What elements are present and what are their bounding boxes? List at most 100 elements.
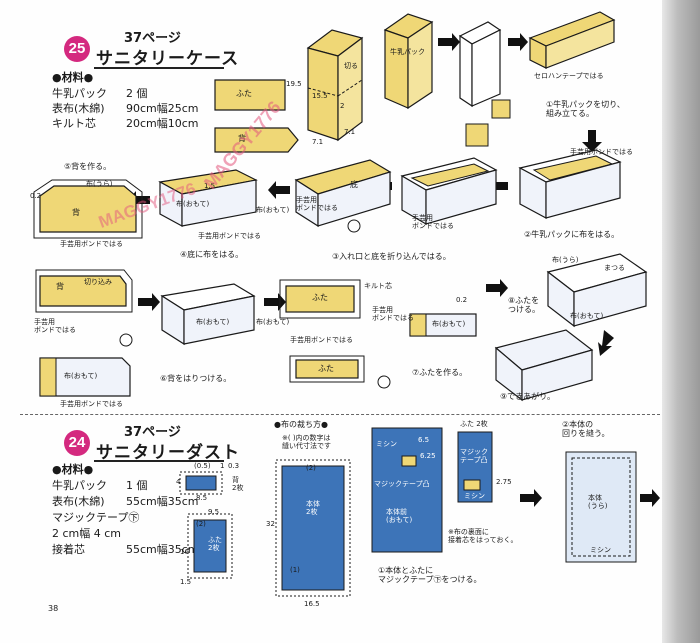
material-name: 牛乳パック <box>52 479 107 492</box>
material-name: 接着芯 <box>52 543 85 556</box>
step-8: ⑧ふたを つける。 <box>508 296 540 315</box>
section-25-page-ref: 37ページ <box>124 31 181 46</box>
hontai-ura <box>565 451 637 563</box>
hontai-omote-label: 本体前 (おもて) <box>386 508 413 525</box>
kiri-komi-label: 切り込み <box>84 278 112 286</box>
material-name: 表布(木綿) <box>52 495 105 508</box>
carton-milk: 牛乳パック <box>390 48 425 56</box>
step-4: ④底に布をはる。 <box>180 250 244 259</box>
dim: 6.5 <box>418 436 430 444</box>
cutting-note: ※( )内の数字は 縫い代寸法です <box>282 434 331 451</box>
arrow-right <box>138 293 160 311</box>
se-piece <box>185 475 217 491</box>
dim: 0.2 <box>456 296 468 304</box>
dim: 1.5 <box>180 578 192 586</box>
hontai-ura-label: 本体 (うら) <box>588 494 608 511</box>
se-pattern-piece <box>214 127 299 153</box>
section-divider <box>20 414 660 415</box>
material-qty: 55cm幅35cm <box>126 543 199 556</box>
material-qty: 2 個 <box>126 87 148 100</box>
bond-note: 手芸用ボンドではる <box>60 240 123 248</box>
dim: (1) <box>290 566 300 574</box>
fabric-omote: 布(おもて) <box>256 318 290 326</box>
bond-note: 手芸用 ボンドではる <box>412 214 454 231</box>
bond-note: 手芸用 ボンドではる <box>372 306 414 323</box>
dim: 6.25 <box>420 452 436 460</box>
cutting-heading: ●布の裁ち方● <box>274 420 328 429</box>
long-box-front <box>545 19 615 69</box>
step-24-1: ①本体とふたに マジックテープ㊦をつける。 <box>378 566 482 585</box>
soko-label: 底 <box>350 180 358 189</box>
futa-fabric-outline <box>279 279 361 319</box>
futa-omote-label: ふた 2枚 <box>460 420 488 428</box>
arrow-right <box>438 33 460 51</box>
box-front <box>425 169 497 225</box>
futa-label: ふた <box>312 293 328 302</box>
dim: 16 <box>180 548 189 556</box>
futa-piece <box>285 285 355 313</box>
fabric-omote: 布(おもて) <box>432 320 466 328</box>
small-square <box>491 99 511 119</box>
futa-piece-2 <box>295 359 359 379</box>
dim: 0.2 <box>30 192 42 200</box>
fabric-ura: 布(うら) <box>86 180 113 188</box>
mishin-label: ミシン <box>376 440 397 448</box>
step-9: ⑨できあがり。 <box>500 392 556 401</box>
futa-pieces-label: ふた 2枚 <box>208 536 222 553</box>
box-front <box>317 171 391 227</box>
step-6: ⑥背をはりつける。 <box>160 374 232 383</box>
dim: 15.5 <box>312 92 328 100</box>
dim: 19.5 <box>286 80 302 88</box>
material-qty: 55cm幅35cm <box>126 495 199 508</box>
futa-label: ふた <box>318 364 334 373</box>
section-25-title: サニタリーケース <box>96 49 240 69</box>
dim: 8.5 <box>196 494 208 502</box>
scissors-icon <box>347 219 361 233</box>
fabric-ura: 布(うら) <box>552 256 579 264</box>
arrow-down <box>582 130 602 152</box>
se-label: 背 <box>238 134 246 143</box>
box-front <box>183 295 255 345</box>
dim: 7.1 <box>344 128 356 136</box>
box-inner <box>410 163 490 187</box>
dim: 2 <box>340 102 345 110</box>
dim: 16.5 <box>304 600 320 608</box>
futa-piece <box>193 519 227 573</box>
scissors-icon <box>377 375 391 389</box>
bond-note: 手芸用ボンドではる <box>198 232 261 240</box>
futa-made-flap <box>409 313 427 337</box>
hontai-piece <box>281 465 345 591</box>
futa-fabric-outline <box>289 355 365 383</box>
futa-label: ふた <box>236 89 252 98</box>
dim: 9.5 <box>208 508 220 516</box>
dim: (2) <box>196 520 206 528</box>
arrow-right <box>520 489 542 507</box>
scissors-icon <box>119 333 133 347</box>
se-attached <box>39 357 57 397</box>
dim: 32 <box>266 520 275 528</box>
material-qty: 20cm幅10cm <box>126 117 199 130</box>
matsuru-label: まつる <box>604 264 625 272</box>
magic-tape-label: マジック テープ凸 <box>460 448 488 465</box>
dim: (0.5) <box>194 462 211 470</box>
se-fabric-outline <box>33 179 143 239</box>
dim: 4 <box>176 478 181 486</box>
dim: 7.1 <box>312 138 324 146</box>
box-front <box>521 349 593 401</box>
section-24-page-ref: 37ページ <box>124 425 181 440</box>
cellotape-note: セロハンテープではる <box>534 72 604 80</box>
seam-allowance <box>179 471 223 495</box>
box-front <box>545 161 621 219</box>
section-25-badge: 25 <box>64 36 90 62</box>
se-label: 背 <box>72 208 80 217</box>
bond-note: 手芸用 ボンドではる <box>296 196 338 213</box>
mishin-label: ミシン <box>590 546 611 554</box>
step-7: ⑦ふたを作る。 <box>412 368 468 377</box>
page-number: 38 <box>48 604 59 613</box>
fabric-omote: 布(おもて) <box>64 372 98 380</box>
title-underline <box>94 67 224 69</box>
small-square <box>465 123 489 147</box>
